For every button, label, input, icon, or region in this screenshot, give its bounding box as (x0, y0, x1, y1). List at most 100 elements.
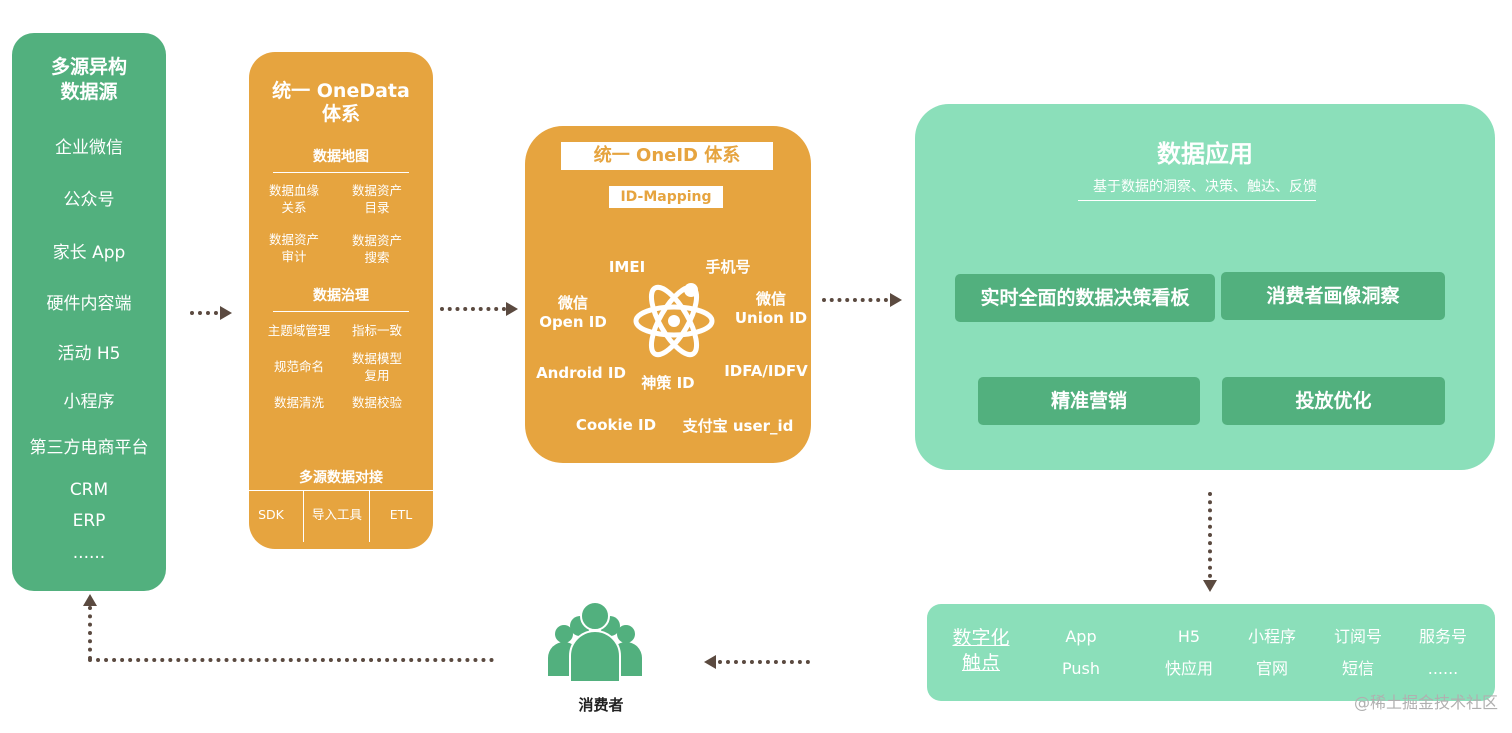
id-alipay: 支付宝 user_id (682, 417, 794, 435)
id-line: 微信 (755, 290, 786, 308)
app-item-dashboard: 实时全面的数据决策看板 (955, 274, 1215, 322)
touchpoint-line: ...... (1427, 659, 1459, 678)
id-mapping-label: ID-Mapping (609, 186, 723, 208)
app-item-ad-optimization: 投放优化 (1222, 377, 1445, 425)
touchpoint-line: 官网 (1255, 659, 1288, 678)
touchpoint-line: H5 (1177, 627, 1201, 646)
source-item: 公众号 (63, 190, 115, 210)
connect-item: ETL (389, 507, 413, 522)
connect-item: SDK (258, 507, 284, 522)
onedata-panel: 统一 OneData 体系 数据地图 数据血缘关系 数据资产目录 数据资产审计 … (249, 52, 433, 549)
data-sources-panel: 多源异构 数据源 企业微信 公众号 家长 App 硬件内容端 活动 H5 小程序… (12, 33, 166, 591)
flow-arrow-line (88, 658, 494, 662)
touchpoint-line: 订阅号 (1333, 627, 1382, 646)
flow-arrow-line (718, 660, 810, 664)
source-item: ...... (72, 543, 106, 563)
map-item: 数据资产目录 (337, 182, 417, 216)
map-item-line: 数据资产 (268, 232, 319, 247)
onedata-title: 统一 OneData 体系 (249, 80, 433, 126)
touchpoints-label: 数字化 触点 (941, 626, 1021, 676)
id-shence: 神策 ID (641, 374, 695, 392)
flow-arrow-line (88, 606, 92, 660)
touchpoint-item: 小程序官网 (1232, 621, 1312, 685)
map-item-line: 数据资产 (351, 183, 402, 198)
apps-title: 数据应用 (1157, 140, 1253, 168)
divider (369, 490, 370, 542)
divider (273, 311, 409, 312)
source-item: 家长 App (52, 243, 126, 263)
sources-title-line-1: 多源异构 (50, 56, 127, 78)
flow-arrow-line (1208, 492, 1212, 578)
arrow-right-icon (506, 302, 518, 316)
map-item: 数据血缘关系 (254, 182, 334, 216)
oneid-title: 统一 OneID 体系 (561, 142, 773, 170)
map-item-line: 搜索 (364, 250, 390, 265)
apps-subtitle: 基于数据的洞察、决策、触达、反馈 (1093, 179, 1317, 195)
arrow-up-icon (83, 594, 97, 606)
divider (1078, 200, 1316, 201)
map-item: 数据资产搜索 (337, 232, 417, 266)
source-item: 企业微信 (55, 138, 123, 158)
source-item: ERP (72, 511, 106, 531)
consumer-label: 消费者 (578, 696, 624, 714)
touchpoint-line: 服务号 (1418, 627, 1467, 646)
touchpoint-line: Push (1062, 659, 1100, 678)
onedata-title-line-1: 统一 OneData (272, 80, 410, 102)
flow-arrow-line (822, 298, 888, 302)
multi-source-connect-title: 多源数据对接 (299, 470, 383, 486)
map-item-line: 数据资产 (351, 233, 402, 248)
gov-item: 规范命名 (273, 359, 324, 374)
source-credit: @稀土掘金技术社区 (1353, 693, 1498, 712)
source-item: 第三方电商平台 (29, 438, 149, 458)
gov-item-line: 数据模型 (351, 351, 402, 366)
gov-item: 主题域管理 (267, 323, 331, 338)
id-line: 微信 (557, 294, 588, 312)
touchpoint-item: 服务号...... (1403, 621, 1483, 685)
touchpoint-item: H5 快应用 (1149, 621, 1229, 685)
gov-item: 数据校验 (351, 395, 402, 410)
map-item-line: 审计 (281, 249, 307, 264)
touchpoints-label-line: 触点 (961, 652, 1000, 674)
divider (303, 490, 304, 542)
data-map-title: 数据地图 (313, 149, 369, 165)
atom-icon (633, 283, 715, 358)
app-item-precision-marketing: 精准营销 (978, 377, 1200, 425)
id-android: Android ID (536, 364, 626, 382)
gov-item: 数据清洗 (273, 395, 324, 410)
map-item-line: 目录 (364, 200, 390, 215)
data-applications-panel: 数据应用 基于数据的洞察、决策、触达、反馈 实时全面的数据决策看板 消费者画像洞… (915, 104, 1495, 470)
sources-title: 多源异构 数据源 (12, 55, 166, 105)
touchpoint-line: App (1065, 627, 1097, 646)
map-item: 数据资产审计 (254, 231, 334, 265)
touchpoint-line: 小程序 (1247, 627, 1296, 646)
arrow-left-icon (704, 655, 716, 669)
source-item: CRM (69, 480, 109, 500)
app-item-consumer-profile: 消费者画像洞察 (1221, 272, 1445, 320)
flow-arrow-line (440, 307, 506, 311)
consumers-icon (548, 601, 642, 683)
touchpoints-label-line: 数字化 (952, 627, 1010, 649)
id-cookie: Cookie ID (575, 416, 657, 434)
onedata-title-line-2: 体系 (321, 103, 360, 125)
divider (249, 490, 433, 491)
arrow-right-icon (890, 293, 902, 307)
sources-title-line-2: 数据源 (60, 81, 118, 103)
data-governance-title: 数据治理 (313, 288, 369, 304)
id-line: Union ID (734, 309, 808, 327)
touchpoint-line: 快应用 (1164, 659, 1213, 678)
touchpoint-line: 短信 (1341, 659, 1374, 678)
id-phone: 手机号 (705, 258, 751, 276)
connect-item: 导入工具 (311, 507, 362, 522)
id-line: Open ID (539, 313, 607, 331)
divider (273, 172, 409, 173)
gov-item: 数据模型复用 (337, 350, 417, 384)
id-imei: IMEI (608, 258, 646, 276)
id-idfa: IDFA/IDFV (724, 362, 808, 380)
source-item: 小程序 (63, 392, 115, 412)
flow-arrow-line (190, 311, 218, 315)
map-item-line: 关系 (281, 200, 307, 215)
